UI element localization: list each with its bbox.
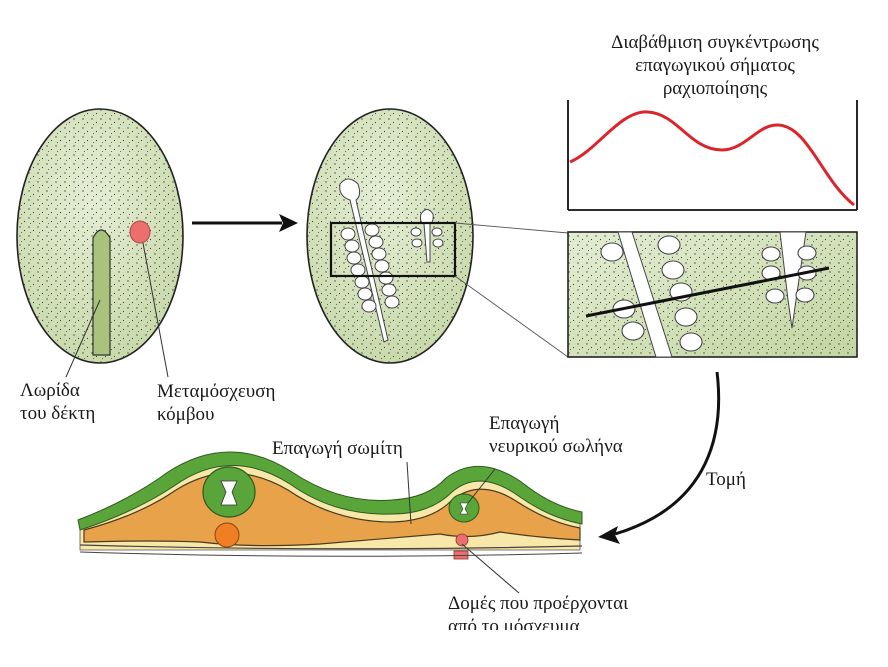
neural-tube-line-1: Επαγωγή: [489, 413, 560, 434]
node-graft-label: Μεταμόσχευση κόμβου: [157, 380, 275, 426]
host-strip-label: Λωρίδα του δέκτη: [20, 379, 95, 425]
zoom-line-bottom: [454, 275, 569, 358]
section-label: Τομή: [706, 469, 746, 490]
neural-tube-induction-label: Επαγωγή νευρικού σωλήνα: [489, 412, 623, 458]
node-graft-spot: [129, 220, 151, 244]
host-primitive-streak: [92, 229, 111, 356]
node-graft-leader: [142, 242, 169, 378]
zoom-panel: [567, 231, 858, 358]
node-graft-line-1: Μεταμόσχευση: [157, 381, 276, 402]
gradient-title-line-3: ραχιοποίησης: [662, 78, 768, 99]
arrow-right-icon: [192, 214, 298, 232]
graft-derived-line-2: από το μόσχευμα: [448, 616, 580, 630]
neural-tube-leader: [467, 468, 496, 504]
somite-induction-label: Επαγωγή σωμίτη: [272, 438, 403, 459]
gradient-title-line-2: επαγωγικού σήματος: [635, 55, 795, 76]
curved-arrow-icon: [598, 371, 721, 544]
host-strip-leader: [65, 299, 101, 378]
graft-derived-line-1: Δομές που προέρχονται: [448, 593, 629, 614]
zoom-line-top: [454, 222, 569, 234]
host-strip-line-1: Λωρίδα: [20, 380, 80, 401]
cross-section: [77, 451, 583, 560]
gradient-plot: [567, 100, 858, 211]
gradient-title: Διαβάθμιση συγκέντρωσης επαγωγικού σήματ…: [575, 31, 855, 100]
somite-leader: [406, 461, 412, 525]
embryo-left: [16, 108, 184, 364]
neural-tube-line-2: νευρικού σωλήνα: [489, 436, 623, 457]
embryo-right: [306, 108, 474, 364]
graft-derived-leader: [461, 543, 520, 594]
graft-derived-label: Δομές που προέρχονται από το μόσχευμα: [448, 592, 628, 630]
host-strip-line-2: του δέκτη: [20, 403, 96, 424]
node-graft-line-2: κόμβου: [157, 404, 215, 425]
gradient-title-line-1: Διαβάθμιση συγκέντρωσης: [611, 32, 819, 53]
